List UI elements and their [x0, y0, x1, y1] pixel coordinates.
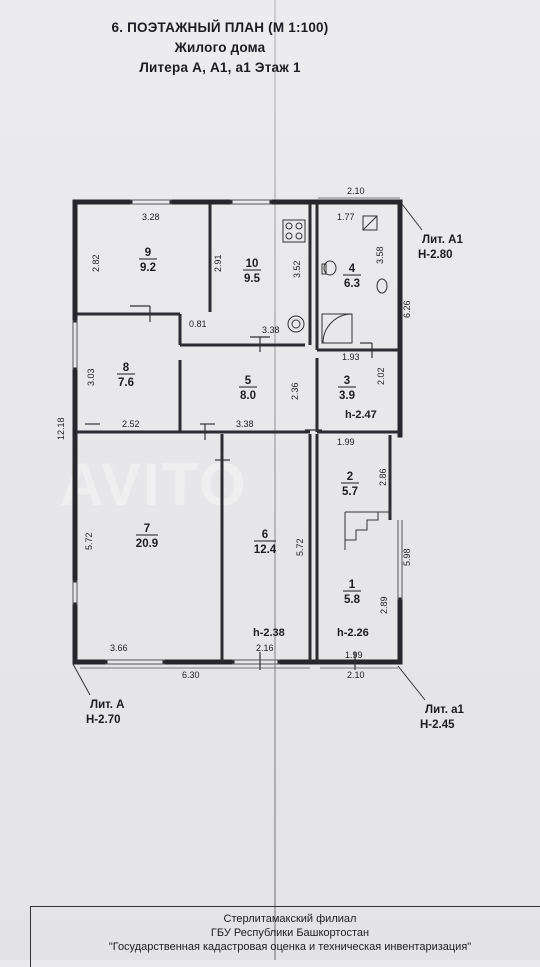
stove-burner — [285, 222, 293, 230]
boiler-icon — [287, 315, 305, 333]
room-number: 9 — [145, 247, 151, 259]
organization-full-name: "Государственная кадастровая оценка и те… — [108, 941, 472, 953]
dimension-label: 3.66 — [110, 643, 128, 653]
dimension-label: 2.89 — [379, 596, 389, 614]
room-number: 5 — [245, 375, 252, 387]
dimension-label: 3.38 — [262, 325, 280, 335]
ceiling-height-label: h-2.38 — [253, 627, 285, 639]
leader-line — [397, 665, 426, 701]
leader-line — [401, 203, 423, 231]
leader-lines — [72, 203, 426, 701]
plan-header: 6. ПОЭТАЖНЫЙ ПЛАН (М 1:100) Жилого дома … — [0, 18, 440, 78]
dimension-label: 2.36 — [290, 382, 300, 400]
dimension-lines — [80, 197, 400, 669]
room-number: 2 — [347, 471, 353, 483]
room-area: 8.0 — [240, 390, 256, 402]
room-number: 1 — [349, 579, 356, 591]
litera-a1-label: Лит. А1 — [422, 234, 463, 246]
stove-burner — [295, 222, 303, 230]
organization-branch: Стерлитамакский филиал — [223, 913, 357, 925]
room-area: 9.5 — [244, 273, 261, 285]
dimension-label: 2.02 — [376, 367, 386, 385]
dimension-label: 5.72 — [84, 532, 94, 550]
shower-icon — [321, 313, 353, 344]
room-number: 4 — [349, 263, 356, 275]
litera-a1-small-label: Лит. а1 — [425, 704, 465, 716]
inner-walls — [77, 204, 400, 662]
room-number: 3 — [344, 375, 350, 387]
stove-burner — [285, 232, 293, 240]
dimension-label: 1.93 — [342, 352, 360, 362]
plan-title: 6. ПОЭТАЖНЫЙ ПЛАН (М 1:100) — [111, 20, 329, 35]
stove-burner — [295, 232, 303, 240]
litera-a1-height: Н-2.80 — [418, 249, 453, 261]
boiler-icon-inner — [291, 319, 301, 329]
dimension-label: 1.77 — [337, 212, 355, 222]
dimension-label: 3.03 — [86, 368, 96, 386]
fixtures — [282, 215, 390, 550]
dimension-label: 2.52 — [122, 419, 140, 429]
dimension-label: 1.99 — [345, 650, 363, 660]
dimension-label: 1.99 — [337, 437, 355, 447]
dimension-labels: 3.28 2.82 2.91 3.52 0.81 3.38 1.77 3.58 … — [56, 186, 412, 680]
ceiling-heights: h-2.47 h-2.38 h-2.26 — [253, 409, 377, 639]
dimension-label: 0.81 — [189, 319, 207, 329]
room-area: 5.8 — [344, 594, 361, 606]
room-area: 5.7 — [342, 486, 358, 498]
dimension-label: 5.72 — [295, 538, 305, 556]
doors — [85, 305, 373, 670]
stamp-frame — [30, 906, 540, 967]
litera-a1-small-height: Н-2.45 — [420, 719, 455, 731]
room-number: 7 — [144, 523, 150, 535]
room-area: 6.3 — [344, 278, 360, 290]
watermark: AVITO — [60, 451, 248, 518]
dimension-label: 3.52 — [292, 260, 302, 278]
stove-icon — [282, 219, 306, 243]
room-area: 3.9 — [339, 390, 355, 402]
room-number: 8 — [123, 362, 130, 374]
dimension-label: 3.38 — [236, 419, 254, 429]
toilet-icon — [323, 260, 337, 276]
sink-icon-line — [362, 215, 378, 231]
ceiling-height-label: h-2.47 — [345, 409, 377, 421]
dimension-label: 12.18 — [56, 417, 66, 440]
organization-name: ГБУ Республики Башкортостан — [210, 927, 370, 939]
room-area: 20.9 — [136, 538, 158, 550]
paper-fold-line — [274, 0, 276, 960]
litera-labels: Лит. А1 Н-2.80 Лит. А Н-2.70 Лит. а1 Н-2… — [86, 234, 465, 731]
dimension-label: 2.10 — [347, 186, 365, 196]
walls — [72, 199, 403, 665]
plan-subtitle: Жилого дома — [174, 40, 266, 55]
leader-line — [72, 663, 91, 696]
windows — [72, 199, 403, 665]
dimension-label: 3.58 — [375, 246, 385, 264]
dimension-label: 3.28 — [142, 212, 160, 222]
dimension-label: 2.16 — [256, 643, 274, 653]
stairs-icon — [344, 511, 390, 550]
room-area: 12.4 — [254, 544, 277, 556]
toilet-tank-icon — [321, 263, 327, 275]
dimension-label: 6.26 — [402, 300, 412, 318]
dimension-label: 2.86 — [378, 468, 388, 486]
room-labels: 9 9.2 10 9.5 4 6.3 8 7.6 5 8.0 3 3.9 2 5… — [117, 247, 361, 606]
dimension-label: 2.10 — [347, 670, 365, 680]
dimension-label: 2.91 — [213, 254, 223, 272]
dimension-label: 6.30 — [182, 670, 200, 680]
room-area: 7.6 — [118, 377, 134, 389]
litera-a-height: Н-2.70 — [86, 714, 121, 726]
dimension-label: 2.82 — [91, 254, 101, 272]
litera-a-label: Лит. А — [90, 699, 124, 711]
room-number: 10 — [246, 258, 259, 270]
organization-stamp: Стерлитамакский филиал ГБУ Республики Ба… — [30, 912, 540, 954]
ceiling-height-label: h-2.26 — [337, 627, 369, 639]
plan-floor-line: Литера А, А1, а1 Этаж 1 — [139, 60, 301, 75]
room-number: 6 — [262, 529, 268, 541]
room-area: 9.2 — [140, 262, 156, 274]
washbasin-icon — [376, 278, 388, 294]
dimension-label: 5.98 — [402, 548, 412, 566]
sink-icon — [362, 215, 378, 231]
